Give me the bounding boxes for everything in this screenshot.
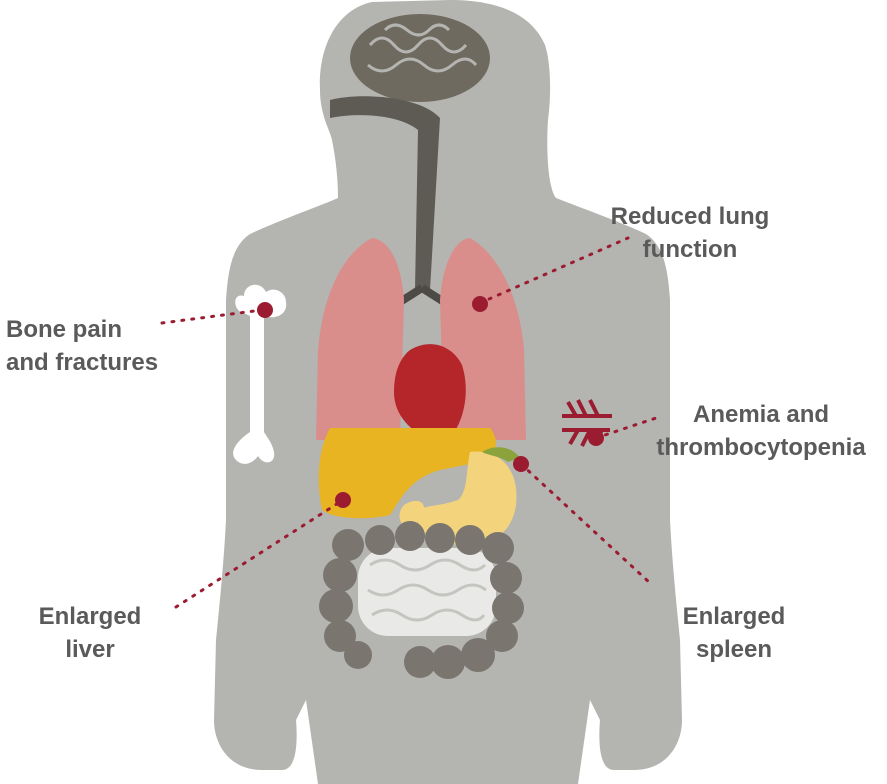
label-anemia-line1: Anemia and — [636, 398, 886, 431]
label-enlarged-liver: Enlarged liver — [20, 600, 160, 666]
label-reduced-lung: Reduced lung function — [590, 200, 790, 266]
marker-bone — [257, 302, 273, 318]
label-spleen-line1: Enlarged — [664, 600, 804, 633]
label-liver-line2: liver — [20, 633, 160, 666]
label-spleen-line2: spleen — [664, 633, 804, 666]
label-bone-pain: Bone pain and fractures — [6, 313, 158, 379]
label-anemia-line2: thrombocytopenia — [636, 431, 886, 464]
label-bone-line2: and fractures — [6, 346, 158, 379]
marker-liver — [335, 492, 351, 508]
marker-lung — [472, 296, 488, 312]
label-anemia: Anemia and thrombocytopenia — [636, 398, 886, 464]
label-lung-line2: function — [590, 233, 790, 266]
label-bone-line1: Bone pain — [6, 313, 158, 346]
label-liver-line1: Enlarged — [20, 600, 160, 633]
brain — [350, 14, 490, 102]
marker-anemia — [588, 430, 604, 446]
label-lung-line1: Reduced lung — [590, 200, 790, 233]
marker-spleen — [513, 456, 529, 472]
label-enlarged-spleen: Enlarged spleen — [664, 600, 804, 666]
